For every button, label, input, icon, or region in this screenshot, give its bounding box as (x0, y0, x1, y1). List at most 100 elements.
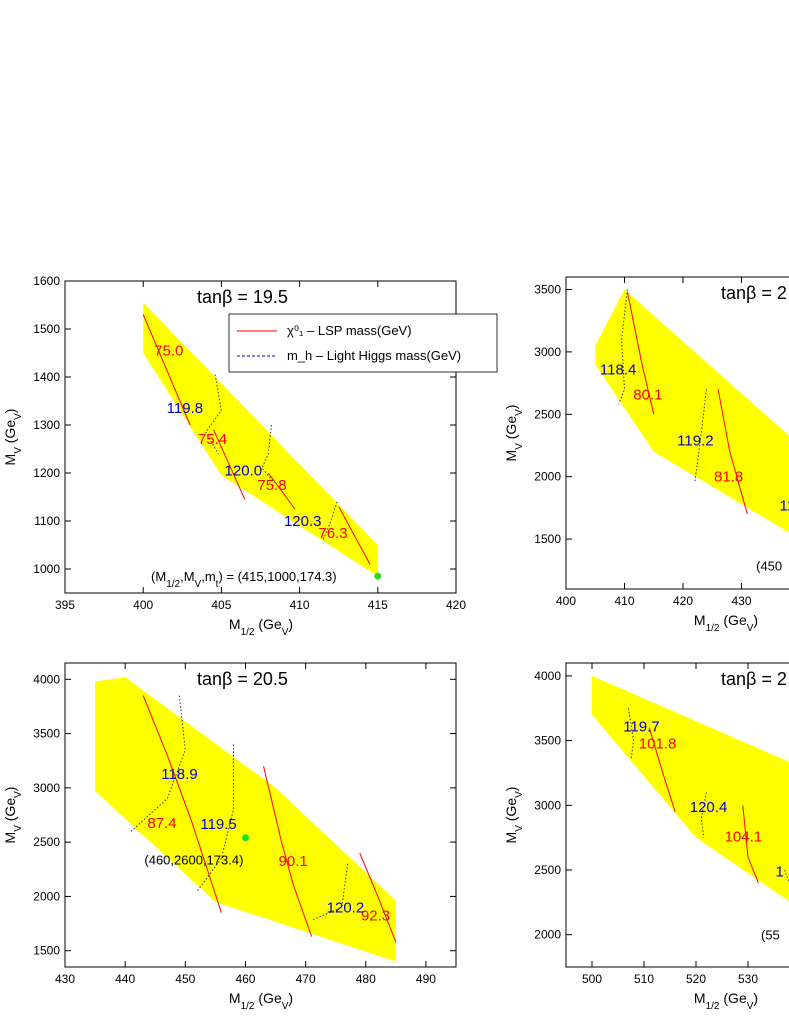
x-tick-label: 410 (290, 598, 310, 612)
higgs-contour-line (205, 374, 222, 455)
chart-title: tanβ = 2 (721, 283, 787, 303)
y-tick-label: 3500 (33, 727, 60, 741)
x-tick-label: 395 (55, 598, 75, 612)
y-tick-label: 1300 (33, 418, 60, 432)
y-tick-label: 4000 (33, 672, 60, 686)
plot-frame (64, 280, 457, 594)
y-tick-label: 2000 (33, 889, 60, 903)
higgs-contour-label: 120.2 (327, 900, 365, 917)
x-tick-label: 490 (416, 972, 436, 986)
x-tick-label: 440 (115, 972, 135, 986)
allowed-region (95, 677, 396, 962)
higgs-contour-label: 118.4 (600, 361, 636, 378)
lsp-contour-line (742, 805, 759, 884)
y-axis-label: MV (GeV) (503, 787, 525, 844)
benchmark-label: (55 (761, 928, 780, 943)
chart-title: tanβ = 19.5 (197, 287, 288, 307)
legend-lsp-label: χ⁰₁ – LSP mass(GeV) (287, 323, 412, 338)
x-tick-label: 530 (738, 972, 758, 986)
allowed-region (595, 289, 789, 533)
lsp-contour-line (359, 852, 397, 943)
y-tick-label: 2500 (534, 863, 561, 877)
lsp-contour-label: 92.3 (361, 907, 390, 924)
x-axis-label: M1/2 (GeV) (229, 990, 293, 1012)
y-tick-label: 4000 (534, 669, 561, 683)
lsp-contour-line (626, 291, 655, 415)
lsp-contour-line (263, 766, 313, 937)
x-tick-label: 450 (175, 972, 195, 986)
higgs-contour-label: 120.0 (225, 462, 263, 479)
y-axis-label: MV (GeV) (503, 405, 525, 462)
chart-title: tanβ = 20.5 (197, 669, 288, 689)
x-tick-label: 520 (686, 972, 706, 986)
x-tick-label: 400 (556, 594, 576, 608)
higgs-contour-label: 119.2 (677, 432, 713, 449)
x-tick-label: 400 (133, 598, 153, 612)
higgs-contour-line (700, 792, 707, 838)
y-tick-label: 2500 (534, 407, 561, 421)
y-tick-label: 3500 (534, 282, 561, 296)
legend-higgs-label: m_h – Light Higgs mass(GeV) (287, 348, 461, 363)
x-tick-label: 460 (235, 972, 255, 986)
y-tick-label: 2000 (534, 928, 561, 942)
y-tick-label: 1200 (33, 466, 60, 480)
lsp-contour-label: 80.1 (633, 386, 662, 403)
lsp-contour-line (213, 429, 246, 500)
benchmark-point (374, 572, 382, 580)
chart-panel-3: 87.490.192.3118.9119.5120.2(460,2600,173… (2, 662, 457, 1012)
legend: χ⁰₁ – LSP mass(GeV) m_h – Light Higgs mas… (228, 313, 498, 373)
x-tick-label: 410 (614, 594, 634, 608)
x-axis-label: M1/2 (GeV) (229, 616, 293, 638)
x-tick-label: 510 (634, 972, 654, 986)
y-tick-label: 1500 (33, 322, 60, 336)
y-axis-label: MV (GeV) (2, 409, 24, 466)
higgs-contour-line (694, 389, 707, 483)
plot-area: 75.075.475.876.3119.8120.0120.3(M1/2,MV,… (142, 287, 382, 590)
x-tick-label: 430 (731, 594, 751, 608)
x-tick-label: 415 (368, 598, 388, 612)
lsp-contour-label: 87.4 (147, 815, 176, 832)
x-axis-label: M1/2 (GeV) (694, 612, 758, 634)
higgs-contour-label: 119.8 (167, 400, 203, 417)
higgs-contour-line (627, 708, 635, 761)
lsp-contour-line (648, 727, 676, 812)
lsp-contour-label: 76.3 (318, 525, 347, 542)
x-tick-label: 420 (446, 598, 466, 612)
higgs-contour-label: 119.5 (200, 816, 236, 833)
x-tick-label: 420 (673, 594, 693, 608)
higgs-contour-line (618, 289, 628, 405)
higgs-contour-line (130, 695, 186, 832)
benchmark-label: (460,2600,173.4) (144, 853, 243, 868)
benchmark-label: (450 (756, 558, 782, 573)
x-tick-label: 470 (296, 972, 316, 986)
lsp-contour-line (142, 314, 191, 426)
y-tick-label: 1100 (34, 514, 60, 528)
benchmark-label: (M1/2,MV,mt) = (415,1000,174.3) (151, 569, 337, 590)
x-axis-label: M1/2 (GeV) (694, 990, 758, 1012)
higgs-contour-label: 118.9 (161, 766, 197, 783)
y-tick-label: 3500 (534, 734, 561, 748)
legend-box (228, 313, 498, 373)
y-tick-label: 1600 (33, 274, 60, 288)
higgs-contour-line (311, 863, 349, 921)
lsp-contour-label: 75.8 (257, 477, 286, 494)
y-tick-label: 1400 (33, 370, 60, 384)
y-tick-label: 3000 (534, 798, 561, 812)
lsp-contour-label: 75.0 (154, 342, 183, 359)
allowed-region (143, 302, 378, 577)
y-tick-label: 1500 (534, 532, 561, 546)
plot-frame (64, 662, 457, 968)
y-tick-label: 2000 (534, 470, 561, 484)
lsp-contour-line (717, 389, 748, 515)
higgs-contour-label: 119.7 (623, 719, 659, 736)
benchmark-point (241, 834, 249, 842)
higgs-contour-line (196, 744, 234, 892)
y-tick-label: 1000 (33, 562, 60, 576)
x-tick-label: 405 (211, 598, 231, 612)
higgs-contour-label: 120.4 (690, 799, 728, 816)
plot-area: 87.490.192.3118.9119.5120.2(460,2600,173… (95, 669, 397, 962)
